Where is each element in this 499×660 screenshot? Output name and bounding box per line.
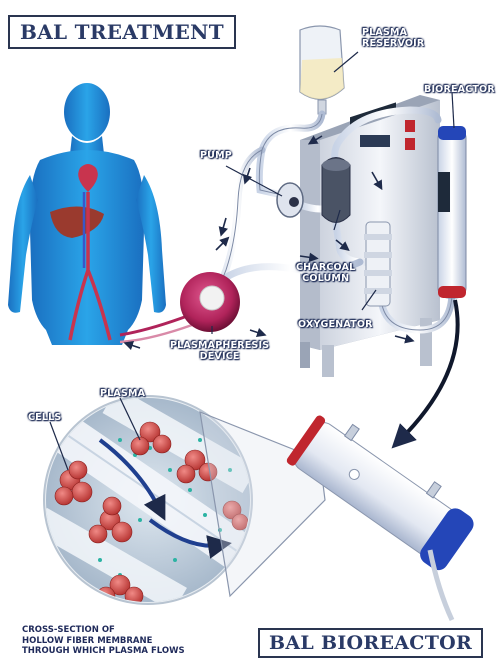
title-bal-treatment: BAL TREATMENT — [8, 15, 236, 49]
label-charcoal-column: CHARCOAL COLUMN — [296, 262, 355, 284]
label-pump: PUMP — [200, 150, 232, 161]
caption-line1: CROSS-SECTION OF — [22, 625, 185, 636]
plasmapheresis-device — [180, 272, 240, 332]
caption-line3: THROUGH WHICH PLASMA FLOWS — [22, 646, 185, 657]
caption-line2: HOLLOW FIBER MEMBRANE — [22, 636, 185, 647]
label-charcoal-column-line1: CHARCOAL — [296, 262, 355, 273]
label-bioreactor: BIOREACTOR — [424, 84, 495, 95]
label-oxygenator: OXYGENATOR — [298, 319, 373, 330]
pump-unit — [277, 183, 303, 217]
label-plasmapheresis-device: PLASMAPHERESIS DEVICE — [170, 340, 269, 362]
human-silhouette — [8, 83, 166, 345]
label-charcoal-column-line2: COLUMN — [296, 273, 355, 284]
charcoal-column — [322, 158, 350, 223]
label-plasma-reservoir-line2: RESERVOIR — [362, 38, 424, 49]
label-plasma-reservoir-line1: PLASMA — [362, 27, 424, 38]
label-cells: CELLS — [28, 412, 61, 423]
title-bal-bioreactor: BAL BIOREACTOR — [258, 628, 483, 658]
label-plasma: PLASMA — [100, 388, 145, 399]
cross-section-caption: CROSS-SECTION OF HOLLOW FIBER MEMBRANE T… — [22, 625, 185, 657]
plasma-reservoir-bag — [300, 26, 344, 114]
bioreactor-unit — [438, 126, 466, 298]
label-plasmapheresis-line1: PLASMAPHERESIS — [170, 340, 269, 351]
label-plasma-reservoir: PLASMA RESERVOIR — [362, 27, 424, 49]
label-plasmapheresis-line2: DEVICE — [170, 351, 269, 362]
oxygenator — [364, 222, 392, 306]
